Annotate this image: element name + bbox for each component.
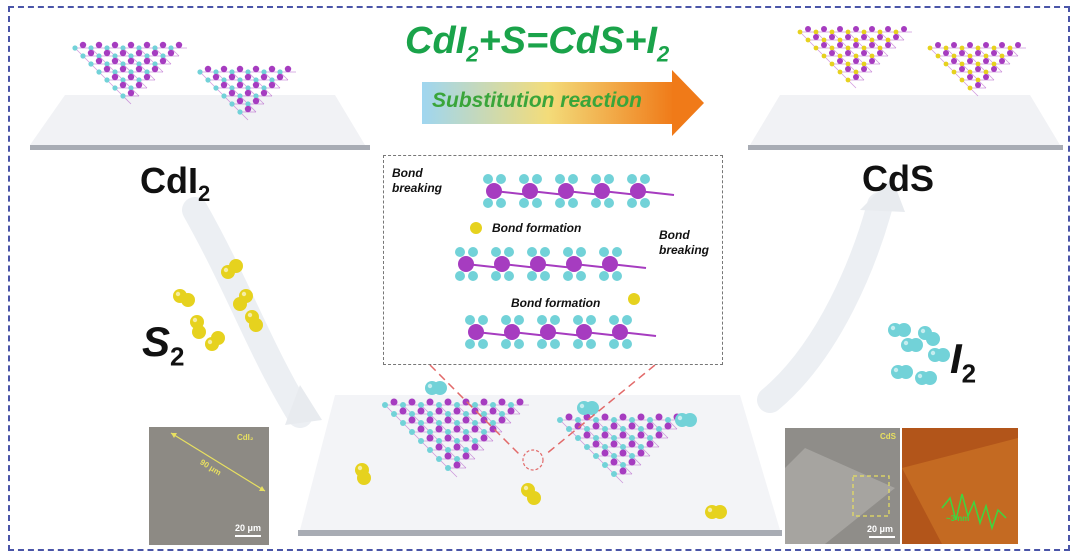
i2-label: I2 [950,335,976,389]
cdi2-micrograph-tag: CdI₂ [237,433,253,442]
substrate-top-right [748,95,1063,150]
cdi2-scale-bar: 20 μm [235,523,261,533]
substrate-top-left [30,95,370,150]
cds-micrograph: CdS 20 μm [785,428,900,544]
afm-height-image: ~3 nm [902,428,1018,544]
cds-scale-bar: 20 μm [867,524,893,534]
bond-formation-label-1: Bond formation [492,221,581,236]
curved-arrow-right [770,205,880,400]
s2-label: S2 [142,318,184,372]
bond-formation-label-2: Bond formation [511,296,600,311]
bond-breaking-label-1: Bond breaking [392,166,442,196]
cds-micrograph-tag: CdS [880,432,896,441]
mechanism-inset: Bond breaking Bond formation Bond breaki… [383,155,723,365]
cdi2-label: CdI2 [140,160,210,207]
reaction-equation: CdI2+S=CdS+I2 [405,20,669,68]
cds-lattice-top [798,26,1026,96]
bond-breaking-label-2: Bond breaking [659,228,709,258]
reaction-arrow-label: Substitution reaction [432,89,642,113]
cds-label: CdS [862,158,934,200]
afm-height-label: ~3 nm [946,514,969,523]
cdi2-micrograph: CdI₂ 90 μm 20 μm [149,427,269,545]
